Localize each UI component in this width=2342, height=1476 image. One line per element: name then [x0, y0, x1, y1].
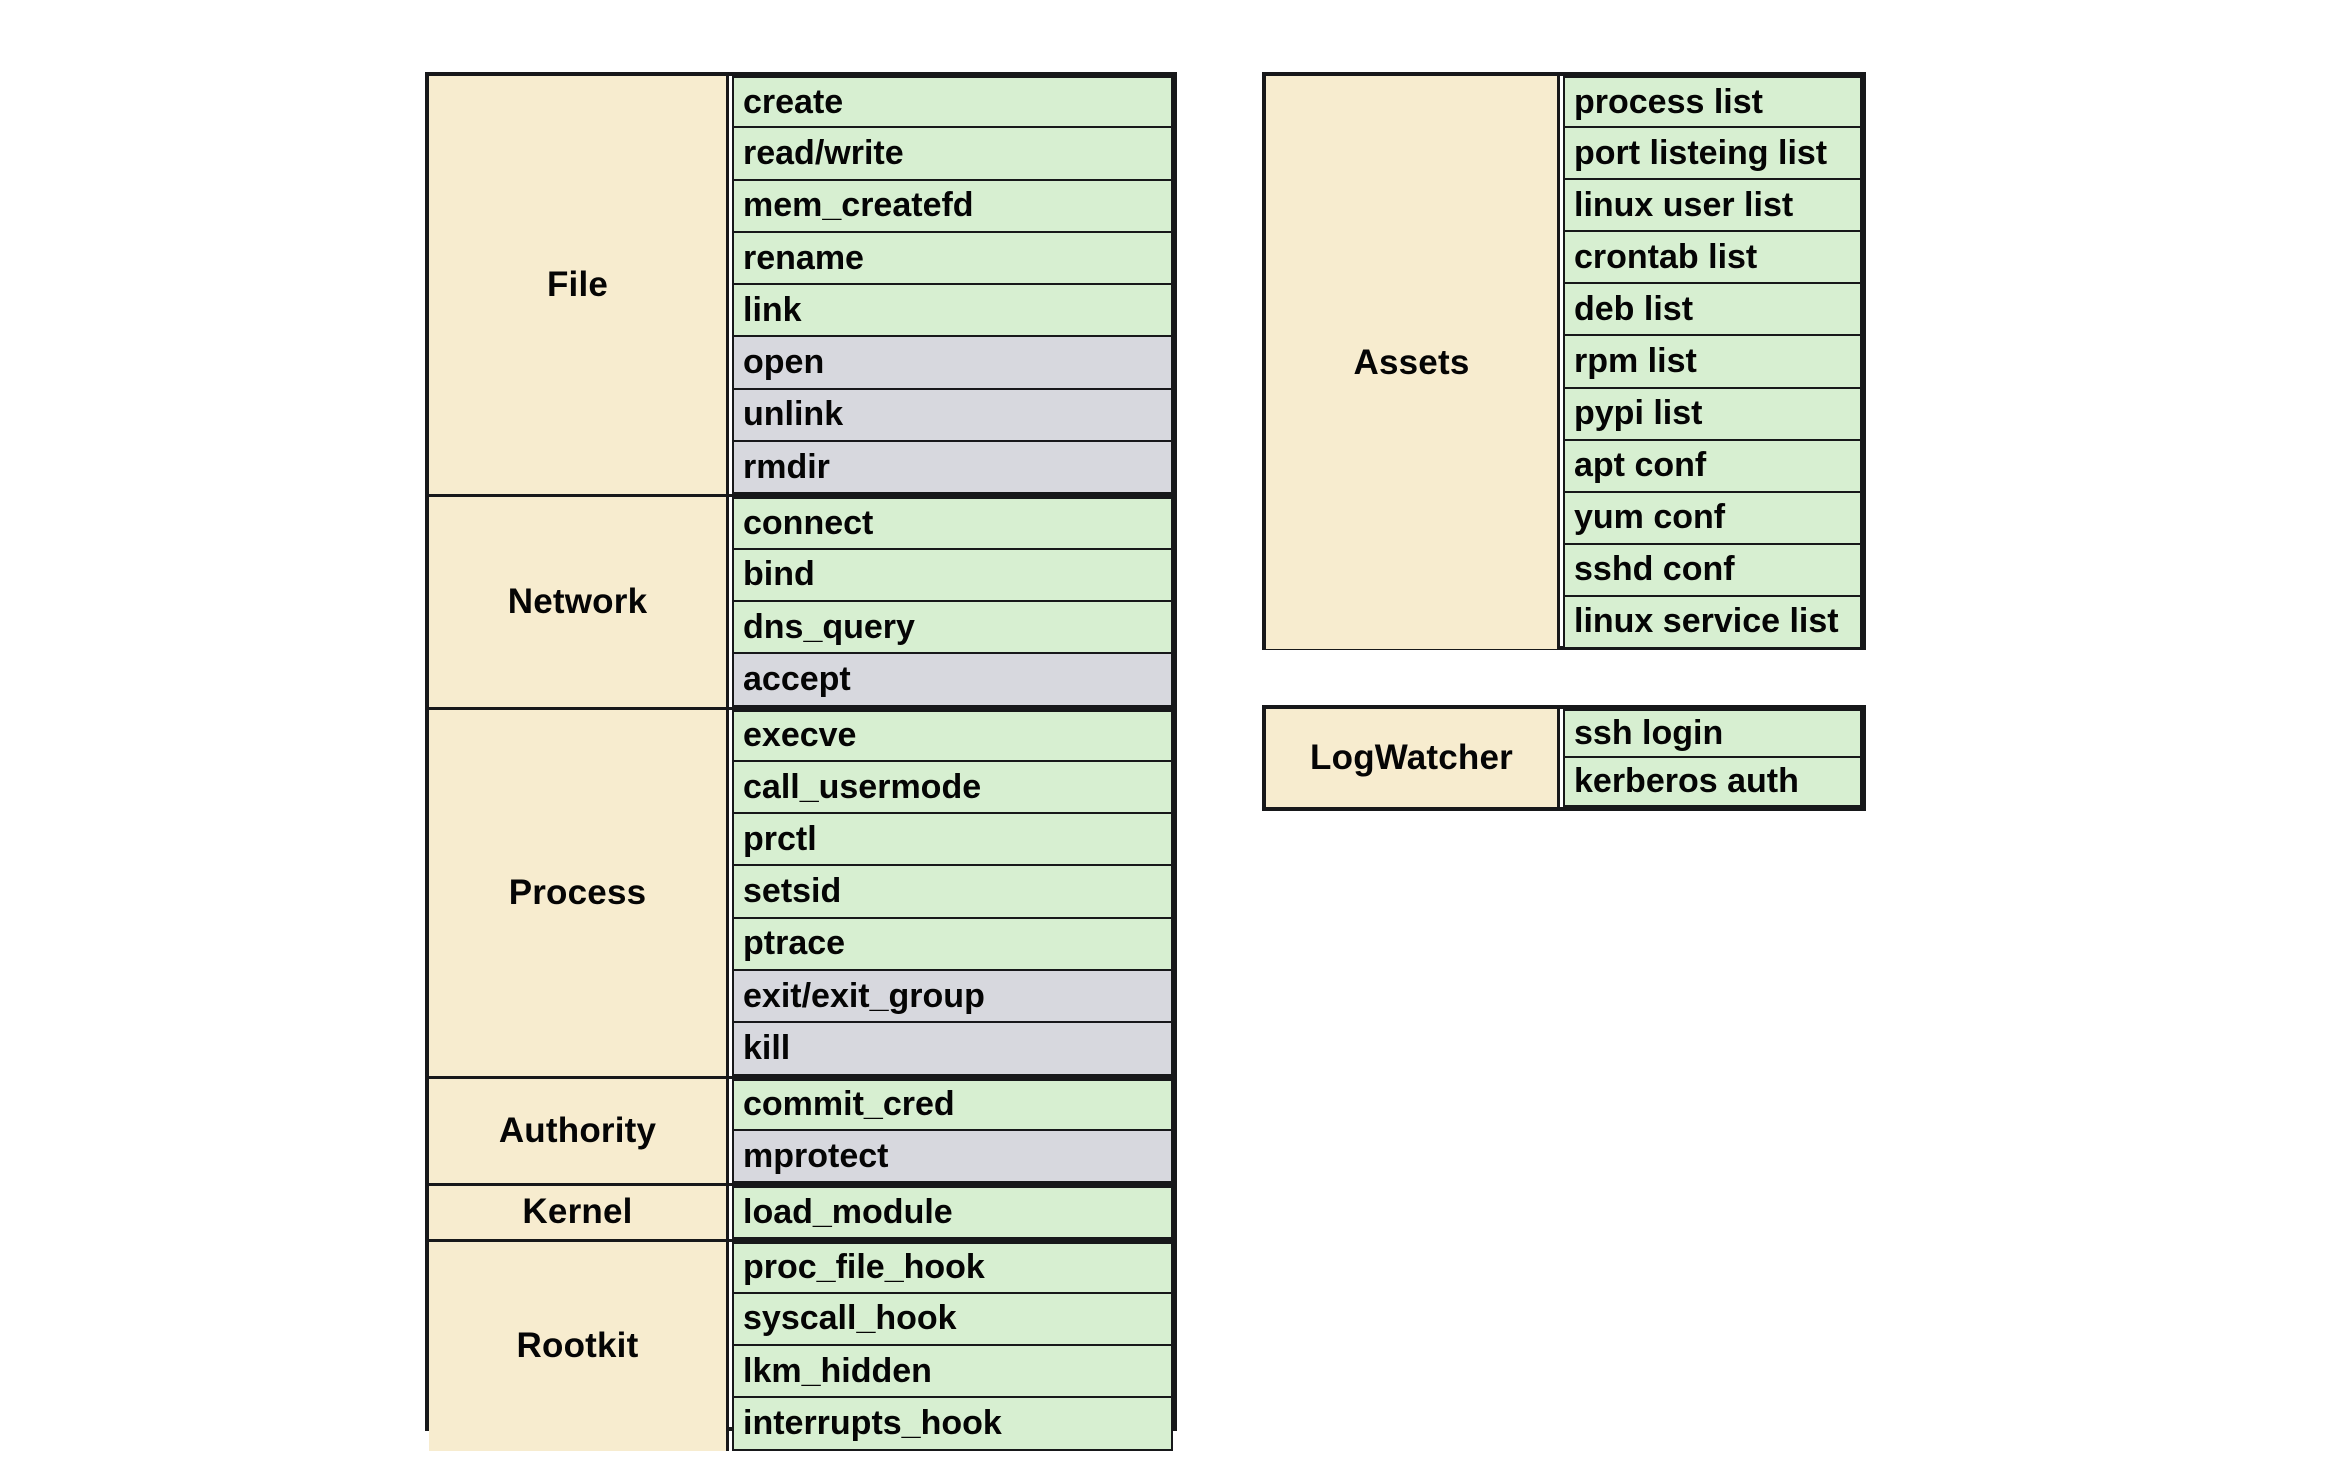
capability-item[interactable]: setsid — [732, 866, 1173, 919]
capability-item[interactable]: call_usermode — [732, 761, 1173, 815]
capability-item[interactable]: process list — [1563, 76, 1862, 129]
capability-item[interactable]: lkm_hidden — [732, 1346, 1173, 1399]
capability-item[interactable]: execve — [732, 709, 1173, 762]
capability-item[interactable]: rpm list — [1563, 336, 1862, 389]
capability-item[interactable]: linux user list — [1563, 180, 1862, 233]
category-label-kernel: Kernel — [429, 1186, 729, 1239]
capability-item[interactable]: commit_cred — [732, 1078, 1173, 1131]
capability-item[interactable]: syscall_hook — [732, 1293, 1173, 1347]
capability-item[interactable]: mprotect — [732, 1130, 1173, 1184]
capability-item[interactable]: pypi list — [1563, 388, 1862, 441]
category-label-assets: Assets — [1266, 76, 1560, 650]
capability-item[interactable]: port listeing list — [1563, 128, 1862, 181]
capability-item[interactable]: accept — [732, 654, 1173, 707]
category-label-rootkit: Rootkit — [429, 1241, 729, 1451]
capability-item[interactable]: proc_file_hook — [732, 1241, 1173, 1294]
capability-item[interactable]: rmdir — [732, 442, 1173, 495]
category-label-file: File — [429, 76, 729, 495]
category-label-network: Network — [429, 497, 729, 707]
capability-item[interactable]: exit/exit_group — [732, 971, 1173, 1024]
capability-item[interactable]: sshd conf — [1563, 544, 1862, 597]
capability-item[interactable]: read/write — [732, 128, 1173, 181]
capability-item[interactable]: unlink — [732, 389, 1173, 443]
capability-item[interactable]: connect — [732, 497, 1173, 550]
capability-item[interactable]: prctl — [732, 814, 1173, 867]
capability-item[interactable]: yum conf — [1563, 492, 1862, 545]
capability-item[interactable]: interrupts_hook — [732, 1398, 1173, 1451]
capability-item[interactable]: crontab list — [1563, 232, 1862, 285]
category-item-list: load_module — [729, 1186, 1173, 1239]
capability-item[interactable]: linux service list — [1563, 596, 1862, 650]
capability-item[interactable]: open — [732, 337, 1173, 390]
category-label-authority: Authority — [429, 1078, 729, 1184]
category-label-logwatcher: LogWatcher — [1266, 709, 1560, 807]
capability-item[interactable]: kill — [732, 1023, 1173, 1076]
capability-item[interactable]: create — [732, 76, 1173, 129]
capability-item[interactable]: deb list — [1563, 284, 1862, 337]
capability-item[interactable]: rename — [732, 232, 1173, 286]
category-label-process: Process — [429, 709, 729, 1076]
capability-item[interactable]: bind — [732, 549, 1173, 602]
capability-item[interactable]: dns_query — [732, 601, 1173, 655]
capability-item[interactable]: mem_createfd — [732, 180, 1173, 233]
capability-item[interactable]: kerberos auth — [1563, 758, 1862, 807]
capability-item[interactable]: ssh login — [1563, 709, 1862, 758]
capability-item[interactable]: ptrace — [732, 918, 1173, 972]
capability-item[interactable]: apt conf — [1563, 440, 1862, 493]
capability-item[interactable]: link — [732, 285, 1173, 338]
capability-item[interactable]: load_module — [732, 1186, 1173, 1239]
